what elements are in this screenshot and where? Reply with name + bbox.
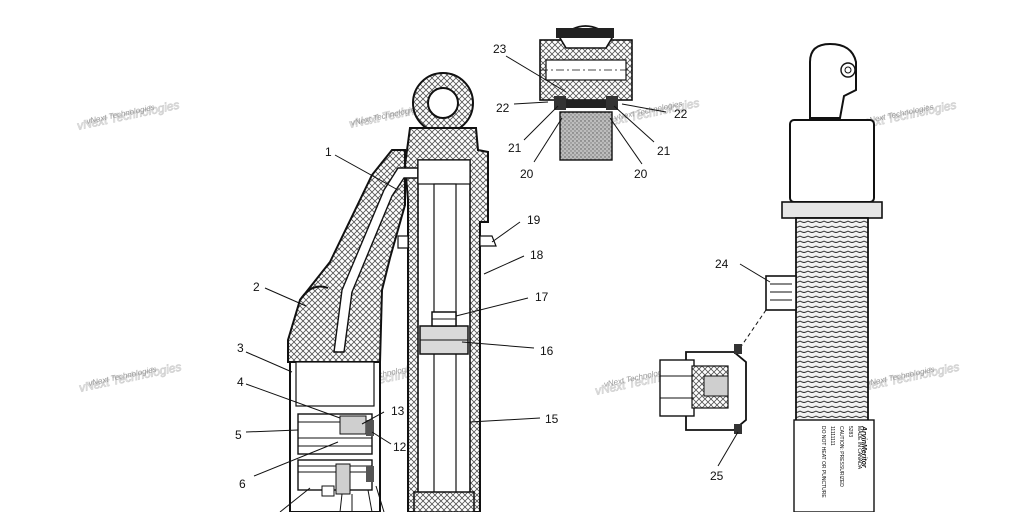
valve-body bbox=[339, 415, 367, 435]
shock-cross-section bbox=[245, 72, 541, 513]
callout-22-right: 22 bbox=[674, 107, 688, 121]
callout-21-left: 21 bbox=[508, 141, 522, 155]
gas-chamber bbox=[295, 361, 375, 407]
upper-body-cap bbox=[789, 119, 875, 203]
bushing-detail bbox=[505, 25, 667, 165]
arm-bump bbox=[299, 285, 329, 301]
callout-24: 24 bbox=[715, 257, 729, 271]
cap-nut bbox=[321, 485, 335, 497]
label-line: CAUTION: PRESSURIZED bbox=[838, 426, 844, 487]
callout-6: 6 bbox=[239, 477, 246, 491]
seal-bottom bbox=[560, 100, 612, 108]
callout-19: 19 bbox=[527, 213, 541, 227]
callout-12: 12 bbox=[393, 440, 407, 454]
label-plate: ArvinMeritor MADE IN CANADA 5283 CAUTION… bbox=[793, 419, 875, 513]
label-line: 11111111 bbox=[829, 426, 835, 446]
exterior-eye bbox=[809, 42, 857, 119]
callout-5: 5 bbox=[235, 428, 242, 442]
shock-exterior: ArvinMeritor MADE IN CANADA 5283 CAUTION… bbox=[659, 42, 883, 513]
schrader-valve bbox=[335, 463, 351, 495]
callout-1: 1 bbox=[325, 145, 332, 159]
fill-valve bbox=[765, 275, 797, 311]
callout-3: 3 bbox=[237, 341, 244, 355]
callout-4: 4 bbox=[237, 375, 244, 389]
oil-passage bbox=[333, 167, 419, 353]
label-line: MADE IN CANADA bbox=[856, 426, 862, 470]
callout-20-right: 20 bbox=[634, 167, 648, 181]
label-line: DO NOT HEAT OR PUNCTURE bbox=[820, 426, 826, 498]
callout-21-right: 21 bbox=[657, 144, 671, 158]
callout-15: 15 bbox=[545, 412, 559, 426]
rod-guide bbox=[413, 491, 475, 513]
callout-numbers: 1 2 3 4 5 6 12 13 15 16 17 18 19 20 20 2… bbox=[235, 42, 729, 491]
upper-eye-bore bbox=[427, 87, 459, 119]
spring-collar bbox=[781, 201, 883, 219]
lower-piston bbox=[297, 459, 373, 491]
seal-top bbox=[556, 28, 614, 38]
brand-label: ArvinMeritor bbox=[860, 425, 867, 469]
callout-2: 2 bbox=[253, 280, 260, 294]
valve-detail bbox=[659, 344, 747, 434]
callout-18: 18 bbox=[530, 248, 544, 262]
spacer-sleeve bbox=[559, 111, 613, 161]
callout-17: 17 bbox=[535, 290, 549, 304]
callout-22-left: 22 bbox=[496, 101, 510, 115]
callout-13: 13 bbox=[391, 404, 405, 418]
o-ring-lower bbox=[366, 466, 374, 482]
callout-16: 16 bbox=[540, 344, 554, 358]
label-line: 5283 bbox=[847, 426, 853, 437]
o-ring-12 bbox=[366, 420, 374, 436]
reservoir-arm bbox=[287, 149, 406, 363]
snap-ring bbox=[397, 235, 497, 249]
callout-23: 23 bbox=[493, 42, 507, 56]
bore-cap bbox=[417, 159, 471, 185]
callout-25: 25 bbox=[710, 469, 724, 483]
callout-20-left: 20 bbox=[520, 167, 534, 181]
